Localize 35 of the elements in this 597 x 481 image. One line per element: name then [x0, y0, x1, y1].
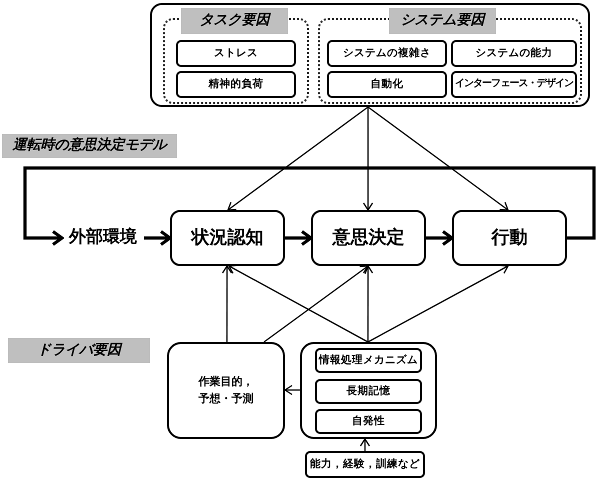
arrow: [426, 230, 454, 246]
factor-box: ストレス: [176, 40, 296, 67]
group-heading: タスク要因: [181, 8, 288, 34]
arrow: [362, 107, 374, 211]
rounded-box: 作業目的，予想・予測: [167, 342, 285, 439]
section-banner: 運転時の意思決定モデル: [2, 134, 177, 158]
section-banner: ドライバ要因: [8, 338, 150, 363]
arrow: [362, 265, 374, 342]
factor-box: 能力，経験，訓練など: [305, 451, 425, 478]
factor-box: 情報処理メカニズム: [315, 348, 422, 373]
process-box: 行動: [452, 210, 567, 266]
factor-box: システムの複雑さ: [327, 40, 447, 67]
factor-box: 長期記憶: [315, 379, 422, 404]
factor-box: 自発性: [315, 409, 422, 434]
stage-label: 外部環境: [62, 226, 144, 250]
factor-box: システムの能力: [451, 40, 577, 67]
factor-box: 自動化: [327, 71, 447, 98]
arrow: [228, 264, 368, 343]
arrow: [264, 265, 369, 343]
arrow: [368, 264, 509, 343]
arrow: [144, 230, 172, 246]
arrow: [227, 106, 368, 211]
arrow: [23, 166, 596, 246]
factor-panel: [150, 3, 590, 107]
arrow: [285, 230, 313, 246]
arrow: [222, 265, 232, 342]
factor-box: 精神的負荷: [176, 71, 296, 98]
arrow: [368, 106, 509, 211]
factor-panel: [300, 342, 437, 439]
process-box: 意思決定: [311, 210, 426, 266]
arrow: [284, 384, 300, 396]
arrow: [360, 438, 370, 451]
process-box: 状況認知: [170, 210, 285, 266]
group-heading: システム要因: [389, 8, 496, 34]
factor-box: インターフェース・デザイン: [451, 71, 577, 98]
